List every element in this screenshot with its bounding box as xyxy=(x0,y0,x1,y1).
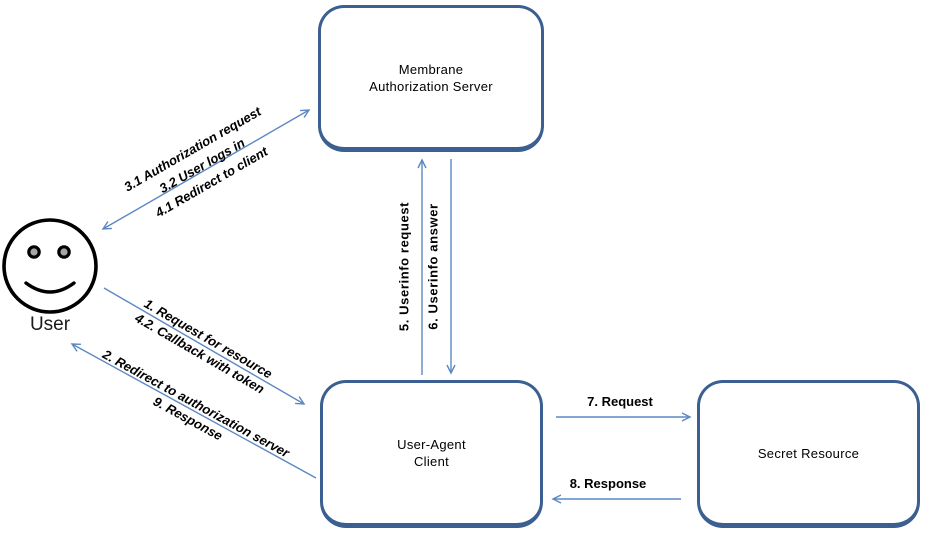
edge-label-resource-request: 7. Request xyxy=(587,394,653,409)
user-actor-label: User xyxy=(29,314,71,335)
arrow-user-authserver xyxy=(101,109,311,230)
user-actor-icon xyxy=(2,218,98,314)
left-eye-icon xyxy=(28,246,40,258)
arrow-user-client xyxy=(103,287,306,405)
edge-label-userinfo-answer: 6. Userinfo answer xyxy=(425,203,441,330)
arrow-client-user xyxy=(70,343,317,479)
secret-resource-label: Secret Resource xyxy=(757,445,860,461)
edge-label-resource-response: 8. Response xyxy=(569,476,647,491)
authorization-server-label-line2: Authorization Server xyxy=(369,78,493,94)
right-eye-ring xyxy=(57,245,71,259)
face-circle xyxy=(2,218,98,314)
user-agent-client-label-line1: User-Agent xyxy=(397,437,466,452)
left-eye-ring xyxy=(27,245,41,259)
smile-icon xyxy=(24,281,76,294)
edge-label-userinfo-request: 5. Userinfo request xyxy=(396,201,412,332)
right-eye-icon xyxy=(58,246,70,258)
user-agent-client-box: User-Agent Client xyxy=(320,380,543,528)
user-agent-client-label-line2: Client xyxy=(413,454,450,469)
authorization-server-label-line1: Membrane xyxy=(398,61,464,77)
authorization-server-box: Membrane Authorization Server xyxy=(318,5,544,152)
secret-resource-box: Secret Resource xyxy=(697,380,920,528)
